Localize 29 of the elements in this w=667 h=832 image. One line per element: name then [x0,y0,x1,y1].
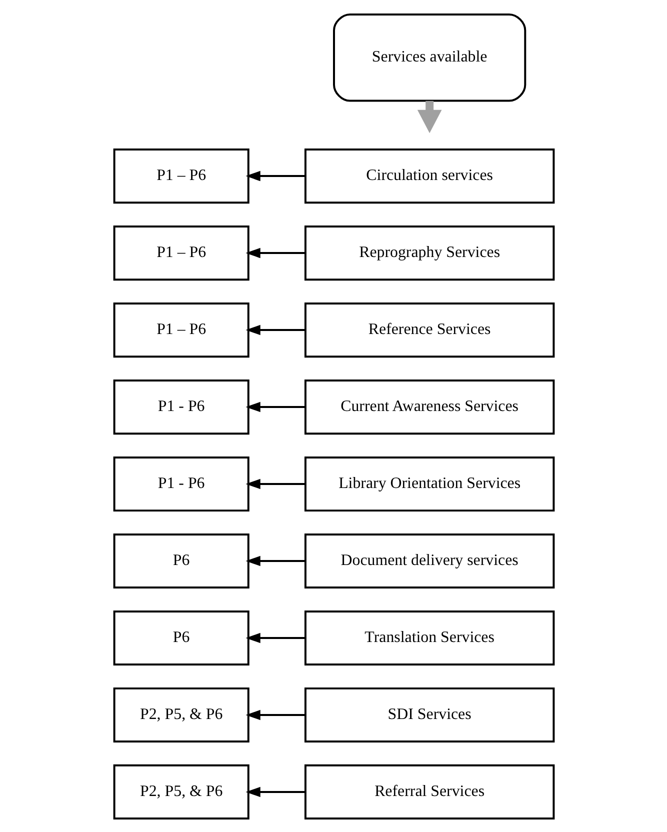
node-box: SDI Services [304,686,554,742]
node-box: P6 [112,532,249,588]
node-box: P1 - P6 [112,456,249,512]
arrow [245,324,305,335]
node-box: Circulation services [304,148,554,204]
node-box: Document delivery services [304,532,554,588]
node-box: Services available [332,12,526,102]
node-box: Translation Services [304,610,554,666]
node-box: P1 – P6 [112,225,249,280]
node-box: P1 – P6 [112,148,249,204]
arrow [245,709,305,720]
arrow [245,401,305,412]
arrow [245,632,305,643]
node-box: Library Orientation Services [304,456,554,512]
node-box: Reference Services [304,302,554,358]
node-box: P2, P5, & P6 [112,764,249,820]
arrow [245,786,305,797]
node-box: Referral Services [304,764,554,820]
node-box: Current Awareness Services [304,378,554,434]
arrow [245,247,305,258]
node-box: P1 – P6 [112,302,249,358]
arrow [245,478,305,489]
arrow [245,170,305,181]
node-box: Reprography Services [304,225,554,280]
node-box: P6 [112,610,249,666]
arrow [416,100,442,133]
node-box: P2, P5, & P6 [112,686,249,742]
arrow [245,555,305,566]
node-box: P1 - P6 [112,378,249,434]
